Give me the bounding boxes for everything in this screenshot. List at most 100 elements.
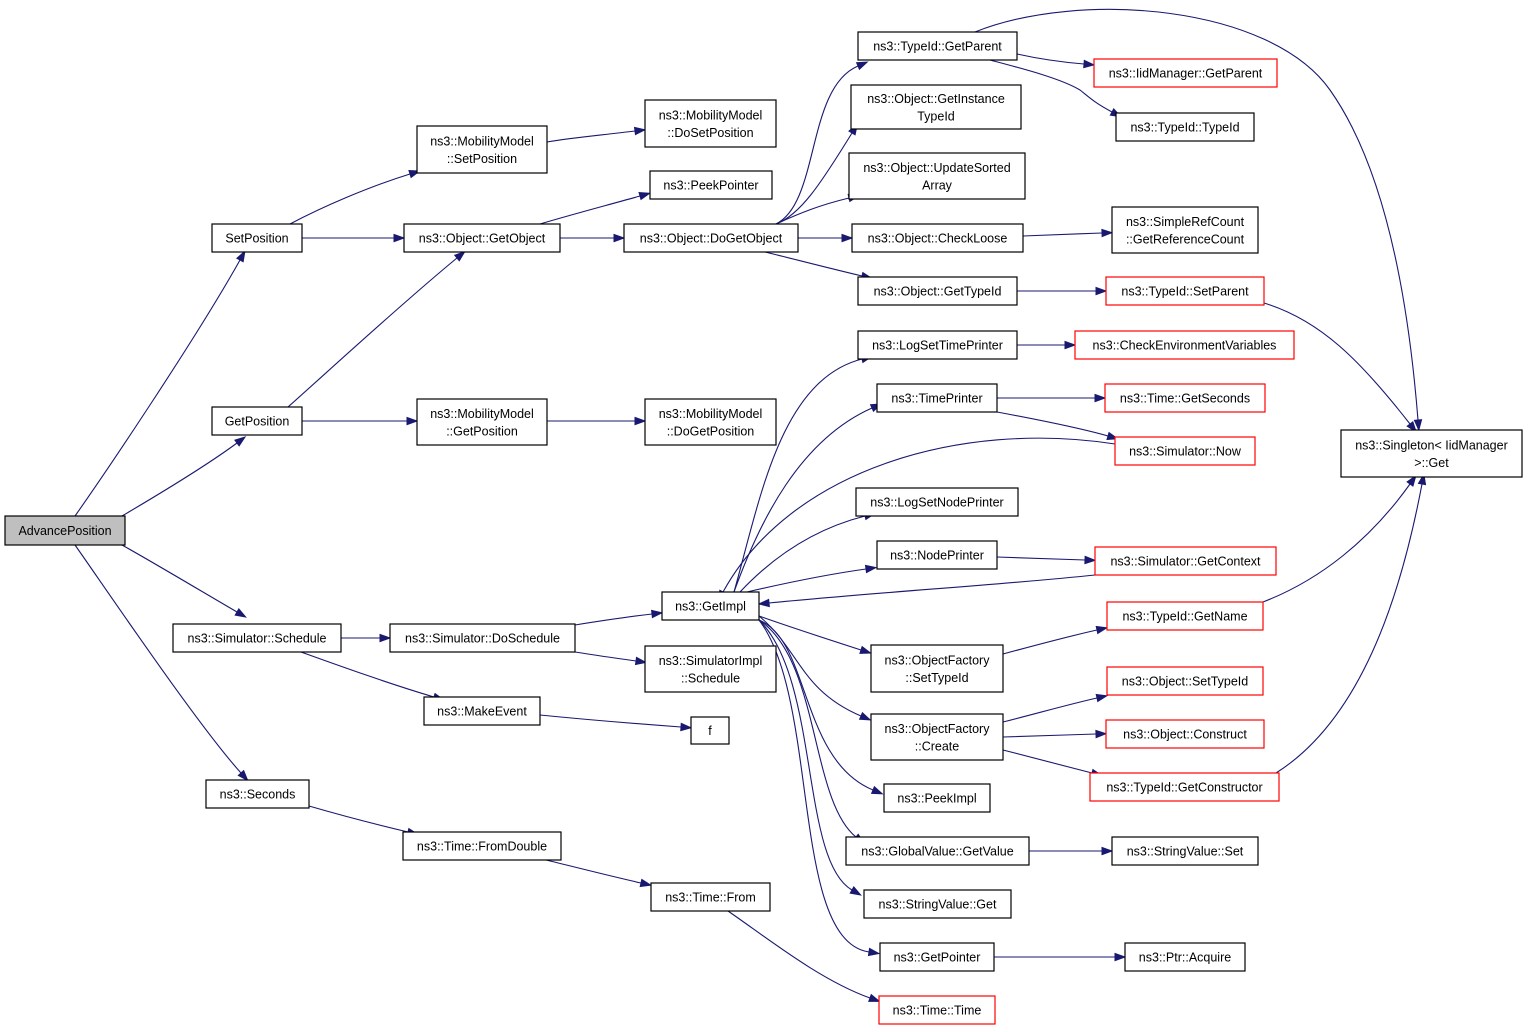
node-objectfactory-settypeid[interactable]: ns3::ObjectFactory::SetTypeId [870,644,1004,693]
node-box [870,713,1004,761]
node-simulator-now[interactable]: ns3::Simulator::Now [1114,436,1256,466]
node-singleton-get[interactable]: ns3::Singleton< IidManager>::Get [1340,429,1523,478]
node-simplerefcount-getrefcount[interactable]: ns3::SimpleRefCount::GetReferenceCount [1111,206,1259,254]
node-nodeprinter[interactable]: ns3::NodePrinter [876,540,998,570]
edge-time_from-to-time_time [727,910,881,1002]
node-object-getobject[interactable]: ns3::Object::GetObject [403,223,561,253]
node-label: ns3::StringValue::Set [1127,845,1244,859]
node-typeid-typeid[interactable]: ns3::TypeId::TypeId [1115,112,1255,142]
edge-object_getobject-to-peekpointer [539,191,652,225]
node-box [876,383,998,413]
node-box [650,882,771,912]
edge-line [545,859,642,884]
edge-objectfactory_create-to-object_construct [1002,729,1108,739]
node-set-position[interactable]: SetPosition [211,223,303,253]
node-peekimpl[interactable]: ns3::PeekImpl [883,783,991,813]
node-time-from[interactable]: ns3::Time::From [650,882,771,912]
node-simulator-doschedule[interactable]: ns3::Simulator::DoSchedule [389,623,576,653]
node-iidmanager-getparent[interactable]: ns3::IidManager::GetParent [1093,58,1278,88]
node-mm-dogetposition[interactable]: ns3::MobilityModel::DoGetPosition [644,398,777,446]
node-f[interactable]: f [690,716,730,745]
node-box [1115,112,1255,142]
edge-line [289,173,411,225]
node-label: ns3::LogSetNodePrinter [870,496,1003,510]
node-peekpointer[interactable]: ns3::PeekPointer [649,170,773,200]
node-simulator-getcontext[interactable]: ns3::Simulator::GetContext [1094,546,1277,576]
edge-logsettimeprinter-to-checkenvvars [1016,340,1077,350]
node-box [661,591,760,621]
node-typeid-getparent[interactable]: ns3::TypeId::GetParent [857,31,1018,61]
arrow-head [638,191,652,201]
edge-objectfactory_create-to-typeid_getconstructor [1002,749,1104,778]
node-typeid-getconstructor[interactable]: ns3::TypeId::GetConstructor [1089,772,1280,802]
node-label: ns3::Object::UpdateSorted [863,161,1010,175]
edge-advance_position-to-get_position [121,436,247,517]
node-simimpl-schedule[interactable]: ns3::SimulatorImpl::Schedule [644,645,777,693]
node-checkenvvars[interactable]: ns3::CheckEnvironmentVariables [1074,330,1295,360]
node-label: ns3::Object::GetObject [419,232,546,246]
edge-line [974,8,1419,421]
node-advance-position[interactable]: AdvancePosition [4,515,126,546]
node-simulator-schedule[interactable]: ns3::Simulator::Schedule [172,623,342,653]
arrow-head [680,722,693,732]
node-object-construct[interactable]: ns3::Object::Construct [1105,719,1265,749]
node-typeid-getname[interactable]: ns3::TypeId::GetName [1106,601,1264,631]
arrow-head [1084,555,1097,565]
node-label: ns3::TypeId::TypeId [1130,121,1239,135]
node-box [1094,546,1277,576]
arrow-head [234,436,247,447]
node-box [403,223,561,253]
node-box [1074,330,1295,360]
node-label: ns3::SimulatorImpl [659,654,763,668]
node-label: ns3::Object::SetTypeId [1122,675,1249,689]
node-seconds[interactable]: ns3::Seconds [205,779,310,809]
node-get-position[interactable]: GetPosition [211,406,303,436]
node-getpointer[interactable]: ns3::GetPointer [879,942,995,972]
node-timeprinter[interactable]: ns3::TimePrinter [876,383,998,413]
node-label: ns3::Seconds [220,788,296,802]
node-label: ns3::Object::CheckLoose [868,232,1008,246]
node-label: TypeId [917,109,955,123]
node-box [850,84,1022,130]
node-label: ns3::Singleton< IidManager [1355,438,1508,452]
edge-getimpl-to-nodeprinter [746,564,878,593]
edge-simulator_now-to-getimpl [717,437,1116,603]
node-logsetnodeprinter[interactable]: ns3::LogSetNodePrinter [855,487,1019,517]
node-makeevent[interactable]: ns3::MakeEvent [423,696,541,726]
node-time-getseconds[interactable]: ns3::Time::GetSeconds [1104,383,1266,413]
node-box [423,696,541,726]
node-label: ns3::Object::GetInstance [867,92,1005,106]
arrow-head [235,249,246,263]
node-typeid-setparent[interactable]: ns3::TypeId::SetParent [1105,276,1265,306]
node-stringvalue-set[interactable]: ns3::StringValue::Set [1111,836,1259,866]
node-label: ns3::NodePrinter [890,549,984,563]
node-time-fromdouble[interactable]: ns3::Time::FromDouble [402,831,562,861]
node-label: ns3::Object::Construct [1123,728,1247,742]
node-label: f [708,724,712,738]
edge-getpointer-to-ptr_acquire [993,952,1127,962]
node-time-time[interactable]: ns3::Time::Time [878,995,996,1025]
node-mm-getposition[interactable]: ns3::MobilityModel::GetPosition [416,398,548,446]
node-ptr-acquire[interactable]: ns3::Ptr::Acquire [1124,942,1246,972]
node-object-dogetobject[interactable]: ns3::Object::DoGetObject [623,223,799,253]
node-globalvalue-getvalue[interactable]: ns3::GlobalValue::GetValue [845,836,1030,866]
node-label: >::Get [1414,456,1449,470]
node-logsettimeprinter[interactable]: ns3::LogSetTimePrinter [857,330,1018,360]
node-mm-dosetposition[interactable]: ns3::MobilityModel::DoSetPosition [644,99,777,148]
node-object-checkloose[interactable]: ns3::Object::CheckLoose [851,223,1024,253]
node-object-settypeid[interactable]: ns3::Object::SetTypeId [1106,666,1264,696]
node-box [211,223,303,253]
node-label: ns3::MobilityModel [430,407,534,421]
node-stringvalue-get[interactable]: ns3::StringValue::Get [863,889,1012,919]
node-object-gettypeid[interactable]: ns3::Object::GetTypeId [857,276,1018,306]
node-objectfactory-create[interactable]: ns3::ObjectFactory::Create [870,713,1004,761]
node-label: ns3::CheckEnvironmentVariables [1093,339,1277,353]
node-box [644,99,777,148]
edge-line [1262,483,1411,603]
node-getimpl[interactable]: ns3::GetImpl [661,591,760,621]
node-box [1089,772,1280,802]
node-mm-setposition[interactable]: ns3::MobilityModel::SetPosition [416,125,548,174]
